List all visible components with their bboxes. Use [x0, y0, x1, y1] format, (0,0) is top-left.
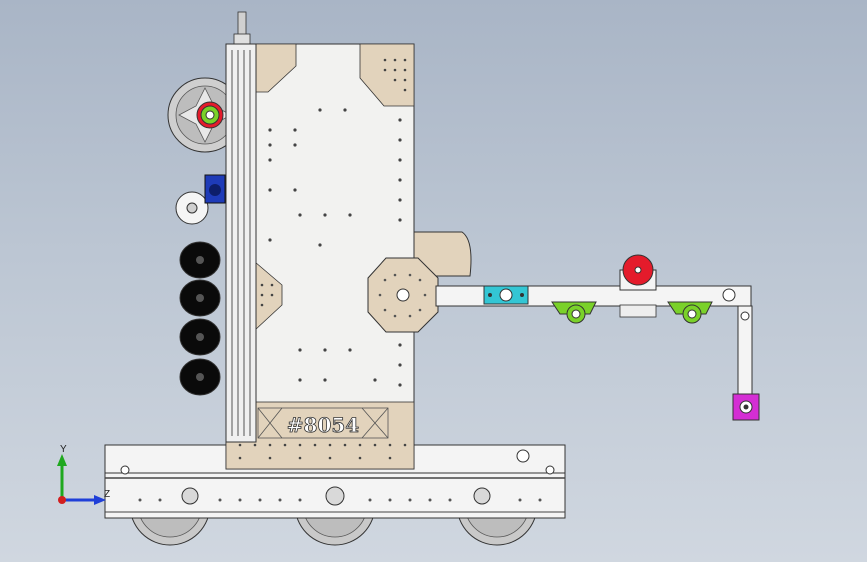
magenta-end-effector: [732, 393, 760, 421]
arm-mount-bracket: [411, 231, 472, 277]
green-bearing-right: [667, 301, 713, 324]
octagon-pivot-plate: [367, 257, 439, 333]
linear-slide: [225, 11, 257, 443]
team-number-plate: #8054: [257, 407, 389, 439]
axis-y-label: Y: [60, 444, 67, 455]
flywheel-upper: [167, 77, 243, 153]
team-number-text: #8054: [287, 413, 360, 437]
cyan-pivot-mount: [483, 285, 529, 305]
axis-z-label: Z: [104, 489, 110, 500]
roller-pulley: [175, 174, 226, 225]
red-indexer-wheel: [619, 254, 657, 318]
green-bearing-left: [551, 301, 597, 324]
compliant-wheel-stack: [179, 241, 221, 396]
triad-icon: Y Z: [57, 444, 110, 505]
